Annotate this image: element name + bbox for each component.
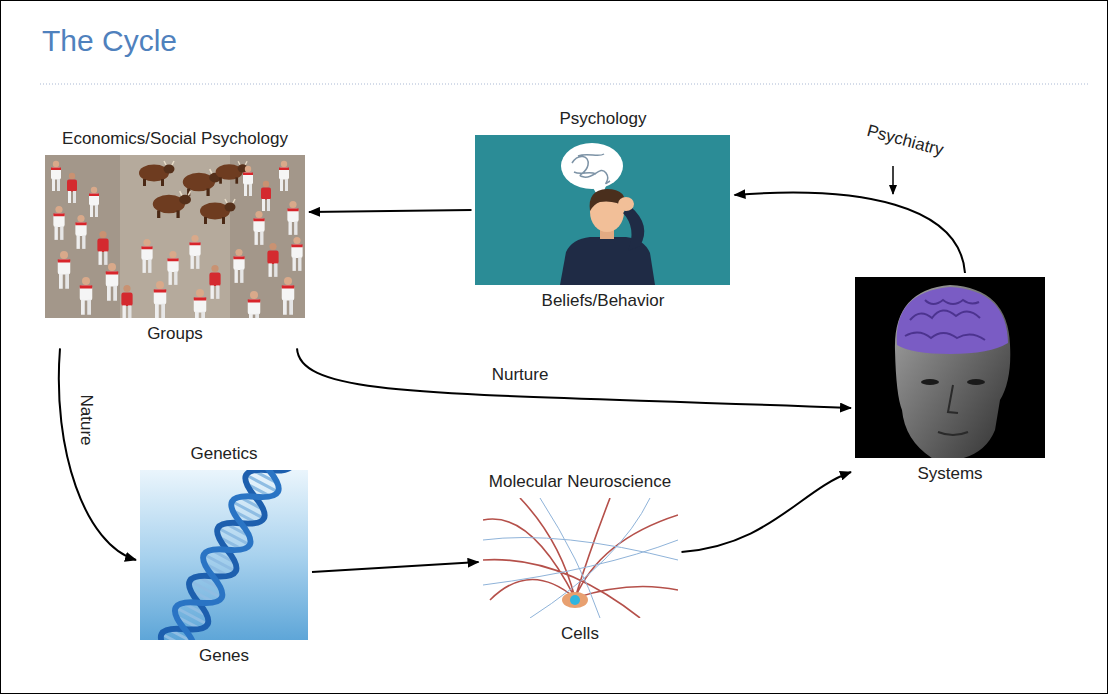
picture-ground	[483, 498, 678, 618]
head-shape	[895, 285, 1010, 458]
connector-arrow	[297, 348, 851, 408]
node-label: Systems	[917, 464, 982, 484]
node-label: Genes	[199, 646, 249, 666]
runner-figure	[80, 277, 93, 315]
node-heading: Economics/Social Psychology	[62, 129, 288, 149]
node-label: Beliefs/Behavior	[542, 291, 665, 311]
picture-ground	[475, 135, 730, 285]
connector-arrow	[59, 348, 136, 560]
bull-figure	[216, 161, 248, 184]
edge-label: Nature	[76, 394, 96, 445]
image-slot	[855, 277, 1045, 458]
person-hand	[618, 197, 634, 211]
image-node: Economics/Social PsychologyGroups	[45, 129, 305, 345]
leader-arrow	[892, 166, 894, 194]
edge-label: Nurture	[492, 365, 549, 385]
runner-figure	[141, 239, 152, 273]
title-rule	[40, 84, 1090, 85]
head-mouth	[938, 432, 968, 435]
runner-figure	[282, 277, 295, 315]
dna-picture	[140, 470, 308, 640]
head-nose	[948, 385, 958, 413]
runner-figure	[261, 181, 271, 211]
head-eye	[967, 379, 985, 385]
node-label: Cells	[561, 624, 599, 644]
connector-arrow	[309, 210, 472, 212]
node-heading: Genetics	[190, 444, 257, 464]
annotation-label: Psychiatry	[864, 121, 945, 161]
runner-figure	[121, 285, 132, 318]
image-slot	[476, 135, 731, 285]
neuron-fibres	[483, 498, 678, 618]
image-node: Molecular NeuroscienceCells	[483, 472, 678, 645]
street-ground	[45, 155, 305, 318]
runner-figure	[279, 161, 289, 191]
runner-figure	[209, 265, 220, 299]
node-heading: Psychology	[560, 109, 647, 129]
runner-figure	[51, 161, 61, 191]
bull-figure	[200, 199, 236, 224]
runner-figure	[167, 251, 178, 285]
bull-figure	[183, 169, 221, 196]
runner-figure	[267, 243, 278, 277]
runner-figure	[106, 263, 119, 301]
cell-body	[562, 592, 588, 608]
node-heading: Molecular Neuroscience	[489, 472, 671, 492]
runner-figure	[189, 235, 200, 269]
bull-figure	[153, 191, 191, 218]
runner-figure	[243, 166, 253, 196]
neuron-fine-lines	[483, 498, 678, 618]
person-arm	[623, 206, 644, 251]
brain-folds	[905, 300, 985, 340]
runner-figure	[194, 289, 207, 318]
runner-figure	[97, 231, 108, 265]
connector-arrow	[682, 472, 852, 552]
runner-figure	[67, 173, 77, 203]
image-node: PsychologyBeliefs/Behavior	[476, 109, 731, 312]
image-slot	[140, 470, 308, 640]
street-center	[120, 155, 230, 318]
speech-bubble	[561, 143, 623, 189]
crowd-picture	[45, 155, 305, 318]
runner-figure	[53, 206, 64, 240]
diagram-title: The Cycle	[42, 24, 177, 58]
connector-arrow	[735, 193, 966, 273]
runner-figure	[253, 211, 264, 245]
runner-figure	[75, 215, 86, 249]
runner-figure	[58, 251, 71, 289]
head-eye	[921, 379, 939, 385]
runner-figure	[291, 237, 302, 271]
brain-shape	[897, 287, 1008, 354]
image-node: Systems	[855, 277, 1045, 484]
brain-head-picture	[855, 277, 1045, 458]
runner-figure	[89, 187, 99, 217]
connector-arrow	[312, 562, 479, 572]
thought-scribble	[572, 154, 610, 183]
neuron-picture	[483, 498, 678, 618]
image-slot	[45, 155, 305, 318]
dna-strand	[155, 470, 299, 640]
image-slot	[483, 498, 678, 618]
bull-figure	[139, 161, 175, 186]
dna-strand	[155, 470, 299, 640]
psychology-picture	[475, 135, 730, 285]
runner-figure	[154, 281, 167, 318]
image-node: GeneticsGenes	[140, 444, 308, 667]
runner-figure	[287, 201, 298, 235]
runner-figure	[233, 249, 244, 283]
cell-nucleus	[570, 595, 580, 605]
runner-figure	[248, 291, 261, 318]
node-label: Groups	[147, 324, 203, 344]
